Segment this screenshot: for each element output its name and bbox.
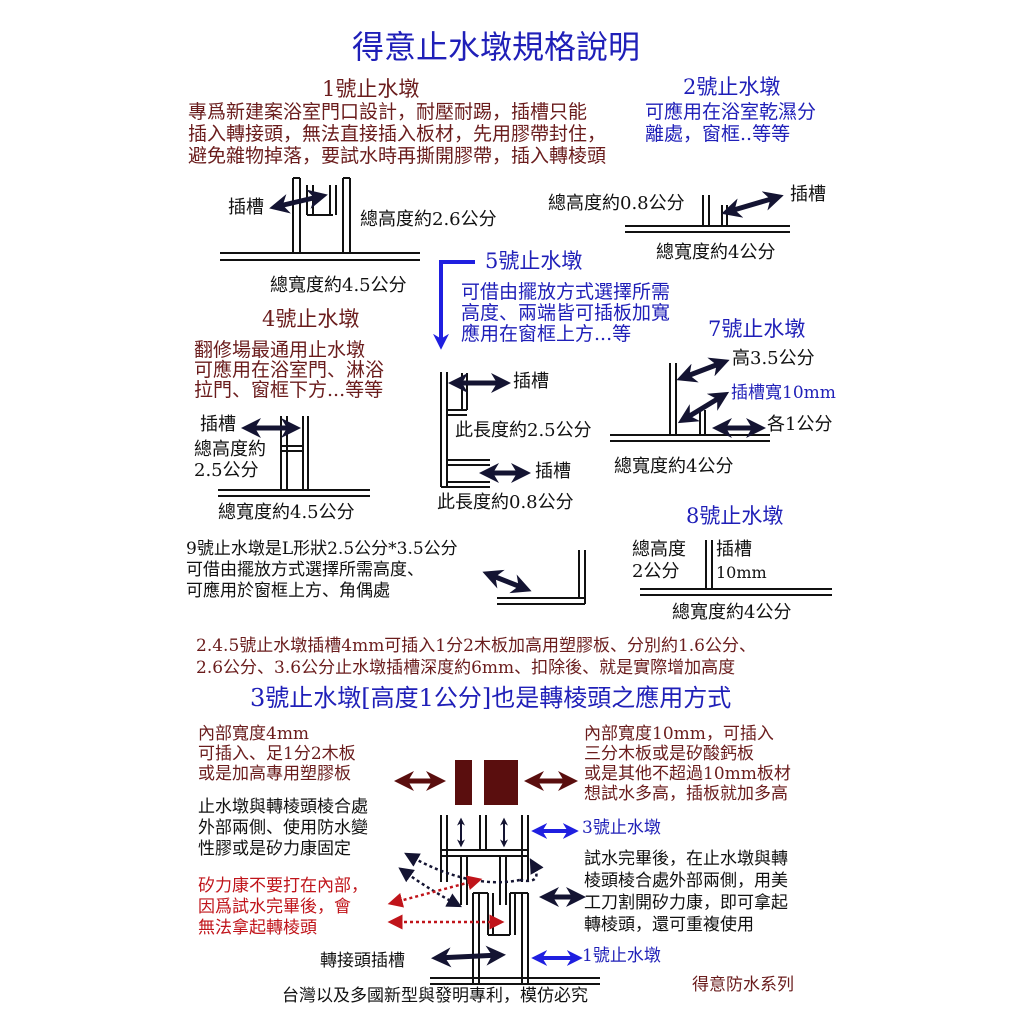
no3-right-mid-4: 轉棱頭，還可重複使用 xyxy=(584,915,754,935)
no7-slot-width: 插槽寬10mm xyxy=(731,383,836,403)
no2-height: 總高度約0.8公分 xyxy=(548,193,685,214)
no9-desc-1: 9號止水墩是L形狀2.5公分*3.5公分 xyxy=(186,539,458,559)
no5-desc-2: 高度、兩端皆可插板加寬 xyxy=(461,302,671,324)
no3-right-mid-1: 試水完畢後，在止水墩與轉 xyxy=(584,849,788,869)
no5-slot-bottom: 插槽 xyxy=(535,461,571,482)
no3-left-mid-1: 止水墩與轉棱頭棱合處 xyxy=(198,797,368,817)
no5-desc-3: 應用在窗框上方...等 xyxy=(461,323,632,345)
thick-board xyxy=(484,760,518,805)
thin-board xyxy=(455,760,472,805)
no4-height-2: 2.5公分 xyxy=(194,460,259,481)
no3-left-mid-2: 外部兩側、使用防水變 xyxy=(198,818,368,838)
no7-height: 高3.5公分 xyxy=(732,348,815,369)
no2-heading: 2號止水墩 xyxy=(683,75,781,99)
no3-right-mid-2: 棱頭棱合處外部兩側，用美 xyxy=(584,871,788,891)
no2-desc-2: 離處，窗框..等等 xyxy=(645,123,791,145)
no1-height: 總高度約2.6公分 xyxy=(360,209,497,230)
no4-desc-1: 翻修場最通用止水墩 xyxy=(194,339,366,361)
note-line-2: 2.6公分、3.6公分止水墩插槽深度約6mm、扣除後、就是實際增加高度 xyxy=(196,658,736,678)
page-title: 得意止水墩規格說明 xyxy=(352,28,641,66)
no7-each: 各1公分 xyxy=(767,414,833,435)
no3-right-top-4: 想試水多高，插板就加多高 xyxy=(584,784,788,804)
no1-slot-label: 插槽 xyxy=(228,197,264,218)
no8-slot-1: 插槽 xyxy=(716,539,752,560)
no4-slot-label: 插槽 xyxy=(200,414,236,435)
brand-label: 得意防水系列 xyxy=(692,975,794,995)
adapter-slot-label: 轉接頭插槽 xyxy=(320,951,405,971)
no1-desc-2: 插入轉接頭，無法直接插入板材，先用膠帶封住， xyxy=(188,123,607,145)
no8-width: 總寬度約4公分 xyxy=(672,602,792,623)
no9-profile xyxy=(497,550,586,605)
no3-right-mid-3: 工刀割開矽力康，即可拿起 xyxy=(584,893,788,913)
note-line-1: 2.4.5號止水墩插槽4mm可插入1分2木板加高用塑膠板、分別約1.6公分、 xyxy=(196,636,756,656)
no3-heading: 3號止水墩[高度1公分]也是轉棱頭之應用方式 xyxy=(250,684,732,712)
no2-profile xyxy=(625,195,790,233)
no1-heading: 1號止水墩 xyxy=(322,77,420,101)
no8-height-1: 總高度 xyxy=(632,539,686,560)
no3-label: 3號止水墩 xyxy=(582,818,661,838)
no5-desc-1: 可借由擺放方式選擇所需 xyxy=(461,281,671,303)
no5-length-1: 此長度約2.5公分 xyxy=(455,420,592,441)
no3-right-top-3: 或是其他不超過10mm板材 xyxy=(584,764,791,784)
no8-height-2: 2公分 xyxy=(632,561,680,582)
no4-desc-2: 可應用在浴室門、淋浴 xyxy=(194,359,385,381)
no3-right-top-1: 內部寬度10mm，可插入 xyxy=(584,724,774,744)
no7-width: 總寬度約4公分 xyxy=(614,456,734,477)
no1-desc-3: 避免雜物掉落，要試水時再撕開膠帶，插入轉棱頭 xyxy=(188,145,607,167)
no4-width: 總寬度約4.5公分 xyxy=(218,502,355,523)
no3-left-mid-3: 性膠或是矽力康固定 xyxy=(198,839,351,859)
warning-2: 因爲試水完畢後，會 xyxy=(198,897,351,917)
no4-desc-3: 拉門、窗框下方...等等 xyxy=(194,379,384,401)
warning-3: 無法拿起轉棱頭 xyxy=(198,918,317,938)
no2-width: 總寬度約4公分 xyxy=(656,242,776,263)
no8-slot-2: 10mm xyxy=(716,563,767,582)
no1-width: 總寬度約4.5公分 xyxy=(270,275,407,296)
no1-label: 1號止水墩 xyxy=(582,946,661,966)
no4-heading: 4號止水墩 xyxy=(262,307,360,331)
no8-profile xyxy=(640,540,832,596)
no4-height-1: 總高度約 xyxy=(194,439,266,460)
no2-slot-label: 插槽 xyxy=(790,184,826,205)
no9-desc-3: 可應用於窗框上方、角偶處 xyxy=(186,581,390,601)
no4-profile xyxy=(218,416,370,497)
no3-right-top-2: 三分木板或是矽酸鈣板 xyxy=(584,744,754,764)
no3-left-top-1: 內部寬度4mm xyxy=(198,724,310,744)
no5-slot-top: 插槽 xyxy=(513,371,549,392)
warning-1: 矽力康不要打在內部， xyxy=(198,876,368,896)
no3-left-top-3: 或是加高專用塑膠板 xyxy=(198,764,351,784)
patent-notice: 台灣以及多國新型與發明專利，模仿必究 xyxy=(282,986,588,1006)
no7-heading: 7號止水墩 xyxy=(708,317,806,341)
no3-left-top-2: 可插入、足1分2木板 xyxy=(198,744,356,764)
no2-desc-1: 可應用在浴室乾濕分 xyxy=(645,101,817,123)
no5-length-2: 此長度約0.8公分 xyxy=(437,492,574,513)
no8-heading: 8號止水墩 xyxy=(686,504,784,528)
no1-desc-1: 專爲新建案浴室門口設計，耐壓耐踢，插槽只能 xyxy=(188,101,588,123)
no9-desc-2: 可借由擺放方式選擇所需高度、 xyxy=(186,560,424,580)
no5-heading: 5號止水墩 xyxy=(485,249,583,273)
